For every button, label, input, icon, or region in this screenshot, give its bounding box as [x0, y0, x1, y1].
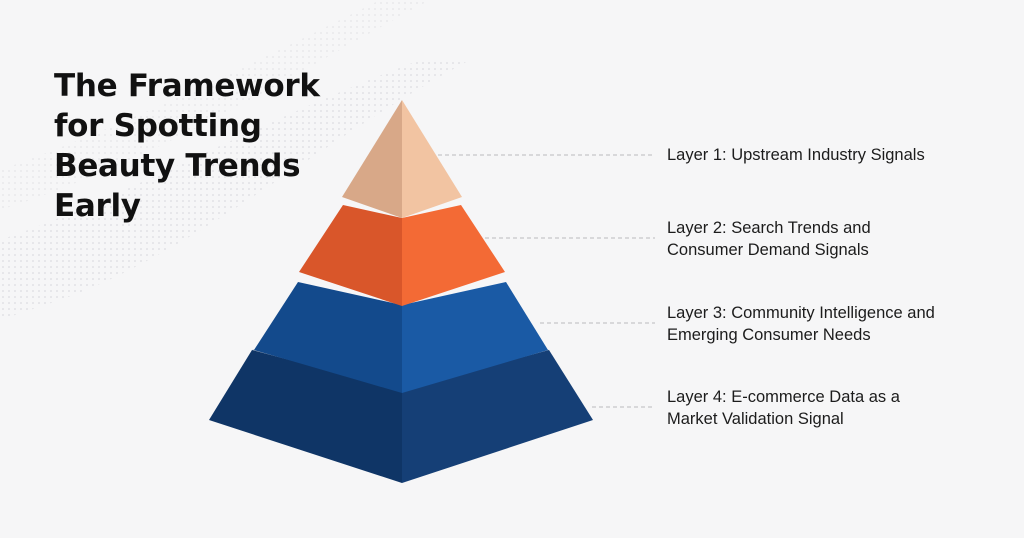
layer-2-label: Layer 2: Search Trends and Consumer Dema… [667, 217, 1007, 261]
title-line: The Framework [54, 68, 320, 104]
layer-label-line: Layer 2: Search Trends and [667, 219, 871, 237]
layer-label-line: Consumer Demand Signals [667, 241, 869, 259]
layer-label-line: Market Validation Signal [667, 410, 844, 428]
layer-label-line: Emerging Consumer Needs [667, 326, 871, 344]
layer-label-line: Layer 1: Upstream Industry Signals [667, 146, 925, 164]
title-line: for Spotting [54, 108, 262, 144]
title-line: Beauty Trends [54, 148, 301, 184]
pyramid-layer-3 [254, 282, 548, 393]
layer-3-label: Layer 3: Community Intelligence and Emer… [667, 302, 1007, 346]
pyramid-layer-1 [342, 100, 462, 218]
title-line: Early [54, 188, 141, 224]
layer-label-line: Layer 3: Community Intelligence and [667, 304, 935, 322]
page-title: The Framework for Spotting Beauty Trends… [54, 66, 354, 226]
layer-1-label: Layer 1: Upstream Industry Signals [667, 144, 1007, 166]
pyramid-layer-2 [299, 205, 505, 306]
layer-label-line: Layer 4: E-commerce Data as a [667, 388, 900, 406]
layer-4-label: Layer 4: E-commerce Data as a Market Val… [667, 386, 1007, 430]
